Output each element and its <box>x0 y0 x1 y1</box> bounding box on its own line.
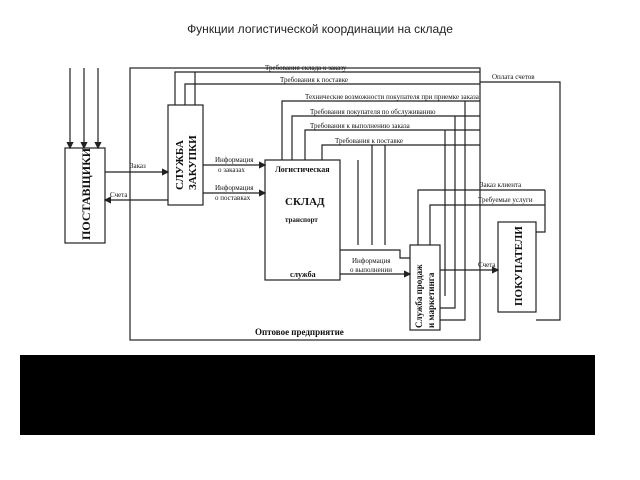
execution-info-label-1: Информация <box>352 257 391 265</box>
fulfillment-req-label: Требования к выполнению заказа <box>310 122 411 130</box>
purchasing-label-2: ЗАКУПКИ <box>187 135 199 190</box>
order-label: Заказ <box>130 162 146 170</box>
invoice-payment-label: Оплата счетов <box>492 73 535 81</box>
supplies-info-label-1: Информация <box>215 184 254 192</box>
delivery-req-label: Требования к поставке <box>280 76 348 84</box>
buyer-service-req-label: Требования покупателя по обслуживанию <box>310 108 436 116</box>
orders-info-label-2: о заказах <box>218 166 245 174</box>
execution-info-label-2: о выполнении <box>350 266 392 274</box>
suppliers-box <box>64 147 106 244</box>
sales-box <box>409 244 441 331</box>
warehouse-sub-label: транспорт <box>285 216 318 224</box>
client-order-label: Заказ клиента <box>480 181 522 189</box>
warehouse-bottom-label: служба <box>290 270 316 279</box>
invoices-label: Счета <box>110 191 128 199</box>
wholesale-boundary <box>129 67 481 341</box>
sales-label-1: Служба продаж <box>414 264 424 328</box>
sales-label-2: и маркетинга <box>426 272 436 328</box>
wholesale-label: Оптовое предприятие <box>255 327 344 337</box>
black-bar <box>20 355 595 435</box>
required-services-label: Требуемые услуги <box>478 196 533 204</box>
warehouse-main-label: СКЛАД <box>285 196 325 208</box>
supplies-info-label-2: о поставках <box>215 194 251 202</box>
purchasing-label-1: СЛУЖБА <box>174 140 186 190</box>
warehouse-box <box>264 159 341 281</box>
page-title: Функции логистической координации на скл… <box>187 22 453 36</box>
invoice-label: Счета <box>478 261 496 269</box>
orders-info-label-1: Информация <box>215 156 254 164</box>
suppliers-label: ПОСТАВЩИКИ <box>79 147 93 240</box>
warehouse-top-label: Логистическая <box>275 165 330 174</box>
tech-capabilities-label: Технические возможности покупателя при п… <box>305 93 480 101</box>
buyers-label: ПОКУПАТЕЛИ <box>513 226 525 306</box>
delivery-req2-label: Требования к поставке <box>335 137 403 145</box>
warehouse-req-order-label: Требования склада к заказу <box>265 64 347 72</box>
